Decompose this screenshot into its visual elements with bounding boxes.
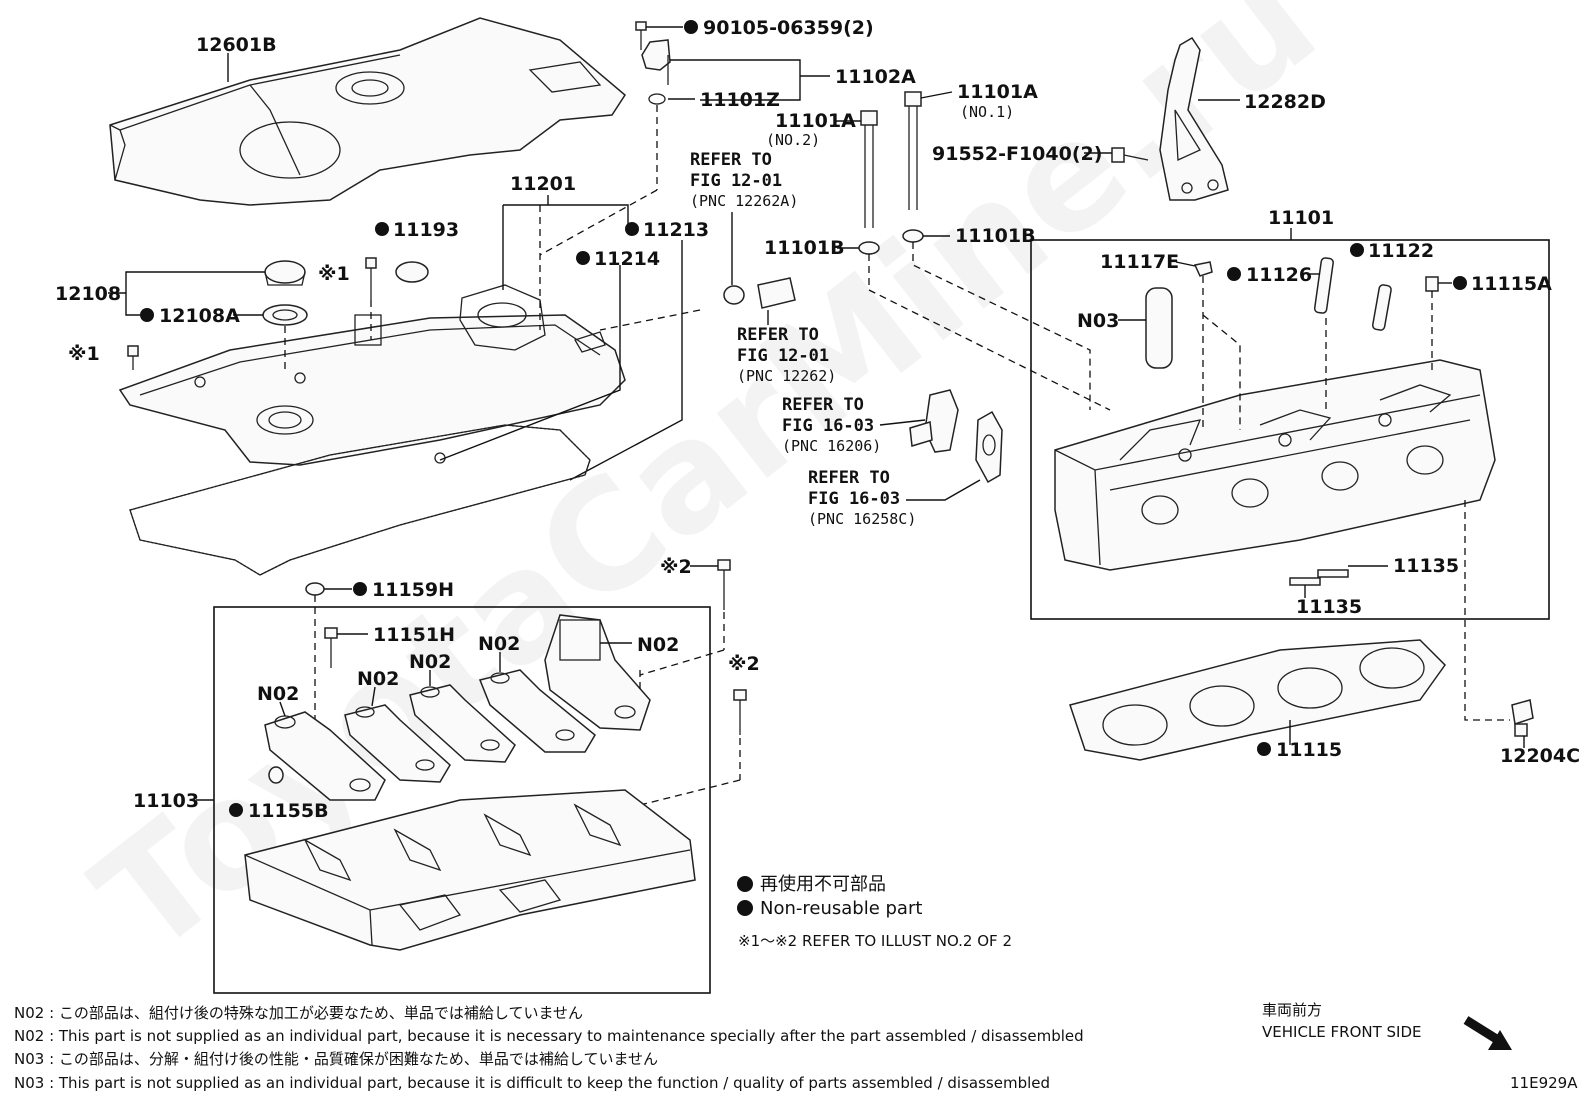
label-N02-d: N02: [478, 633, 520, 655]
label-mark1-b: ※1: [68, 343, 100, 365]
label-mark1-a: ※1: [318, 263, 350, 285]
label-12108: 12108: [55, 283, 121, 305]
label-11151H: 11151H: [373, 624, 455, 646]
ref3-pnc: (PNC 16206): [782, 437, 881, 455]
front-arrow-icon: [1463, 1016, 1512, 1050]
ref4-line2: FIG 16-03: [808, 489, 900, 509]
label-11101B-b: 11101B: [955, 225, 1036, 247]
label-mark2-a: ※2: [660, 556, 692, 578]
bolt-11151H-drawing: [324, 627, 338, 668]
label-11101A-no2: 11101A: [775, 110, 856, 132]
label-11135-b: 11135: [1296, 596, 1362, 618]
ref2-line1: REFER TO: [737, 325, 819, 345]
label-11214: 11214: [594, 248, 660, 270]
label-11115: 11115: [1276, 739, 1342, 761]
cylinder-head-drawing: [1054, 359, 1496, 571]
ref3-line2: FIG 16-03: [782, 416, 874, 436]
label-11135-a: 11135: [1393, 555, 1459, 577]
hose-clamp-drawing: [723, 277, 796, 309]
ref3-line1: REFER TO: [782, 395, 864, 415]
plug-11155B-drawing: [268, 766, 284, 784]
oil-filler-cap-drawing: [262, 260, 308, 326]
cylinder-head-group-box: [1030, 239, 1550, 620]
label-12108A: 12108A: [159, 305, 240, 327]
label-11201: 11201: [510, 173, 576, 195]
ref1-pnc: (PNC 12262A): [690, 192, 798, 210]
cover-bolt-drawing-a: [365, 257, 377, 300]
label-11101: 11101: [1268, 207, 1334, 229]
direction-en: VEHICLE FRONT SIDE: [1262, 1023, 1422, 1041]
label-12601B: 12601B: [196, 34, 277, 56]
plug-12204C-drawing: [1511, 699, 1534, 737]
label-no1: (NO.1): [960, 103, 1014, 121]
note-n02-en: N02 : This part is not supplied as an in…: [14, 1027, 1084, 1045]
label-N03: N03: [1077, 310, 1119, 332]
engine-cover-drawing: [109, 17, 626, 206]
guide-drawing: [1371, 284, 1392, 331]
label-11122: 11122: [1368, 240, 1434, 262]
n03-pin-drawing: [1145, 287, 1173, 369]
legend-jp: 再使用不可部品: [760, 874, 886, 895]
housing-bolt-drawing-a: [717, 559, 731, 610]
hanger-bolt-drawing: [1111, 147, 1149, 163]
engine-hanger-drawing: [1159, 36, 1229, 201]
note-n02-jp: N02 : この部品は、組付け後の特殊な加工が必要なため、単品では補給していませ…: [14, 1004, 583, 1022]
legend-refer: ※1～※2 REFER TO ILLUST NO.2 OF 2: [738, 932, 1012, 950]
washer-drawing-a: [858, 241, 880, 255]
grommet-drawing: [395, 261, 429, 283]
label-11101B-a: 11101B: [764, 237, 845, 259]
label-11101Z: 11101Z: [700, 89, 780, 111]
label-N02-b: N02: [357, 668, 399, 690]
pin-drawing-b: [1289, 577, 1321, 586]
sensor-bolt-drawing: [635, 21, 671, 105]
head-bolt-no2-drawing: [860, 110, 878, 228]
label-12282D: 12282D: [1244, 91, 1326, 113]
label-N02-e: N02: [637, 634, 679, 656]
ref2-line2: FIG 12-01: [737, 346, 829, 366]
illustration-id: 11E929A: [1510, 1074, 1578, 1092]
ref4-line1: REFER TO: [808, 468, 890, 488]
dowel-drawing: [1425, 276, 1439, 292]
label-11117E: 11117E: [1100, 251, 1179, 273]
label-12204C: 12204C: [1500, 745, 1580, 767]
camshaft-housing-drawing: [244, 789, 696, 951]
valve-guide-drawing: [1313, 257, 1334, 314]
label-11101A-no1: 11101A: [957, 81, 1038, 103]
label-90105-06359: 90105-06359(2): [703, 17, 874, 39]
label-11193: 11193: [393, 219, 459, 241]
label-11159H: 11159H: [372, 579, 454, 601]
label-11155B: 11155B: [248, 800, 329, 822]
label-11115A: 11115A: [1471, 273, 1552, 295]
washer-drawing-b: [902, 229, 924, 243]
label-N02-c: N02: [409, 651, 451, 673]
ref1-line1: REFER TO: [690, 150, 772, 170]
label-no2: (NO.2): [766, 131, 820, 149]
note-n03-jp: N03 : この部品は、分解・組付け後の性能・品質確保が困難なため、単品では補給…: [14, 1050, 658, 1068]
head-bolt-no1-drawing: [904, 91, 922, 210]
housing-bolt-drawing-b: [733, 689, 747, 735]
label-11103: 11103: [133, 790, 199, 812]
ref4-pnc: (PNC 16258C): [808, 510, 916, 528]
ref2-pnc: (PNC 12262): [737, 367, 836, 385]
label-mark2-b: ※2: [728, 653, 760, 675]
bearing-caps-drawing: [264, 614, 651, 801]
label-11213: 11213: [643, 219, 709, 241]
note-n03-en: N03 : This part is not supplied as an in…: [14, 1074, 1050, 1092]
plate-drawing: [909, 389, 1003, 484]
head-cover-drawing: [118, 284, 626, 466]
legend-en: Non-reusable part: [760, 898, 922, 919]
label-11126: 11126: [1246, 264, 1312, 286]
direction-jp: 車両前方: [1262, 1001, 1322, 1019]
label-91552-F1040: 91552-F1040(2): [932, 143, 1102, 165]
head-gasket-drawing: [1069, 639, 1446, 761]
cover-bolt-drawing-b: [127, 345, 139, 370]
seal-drawing: [305, 582, 325, 596]
ref1-line2: FIG 12-01: [690, 171, 782, 191]
label-N02-a: N02: [257, 683, 299, 705]
pin-drawing-a: [1317, 569, 1349, 578]
label-11102A: 11102A: [835, 66, 916, 88]
plug-drawing: [1193, 261, 1213, 277]
